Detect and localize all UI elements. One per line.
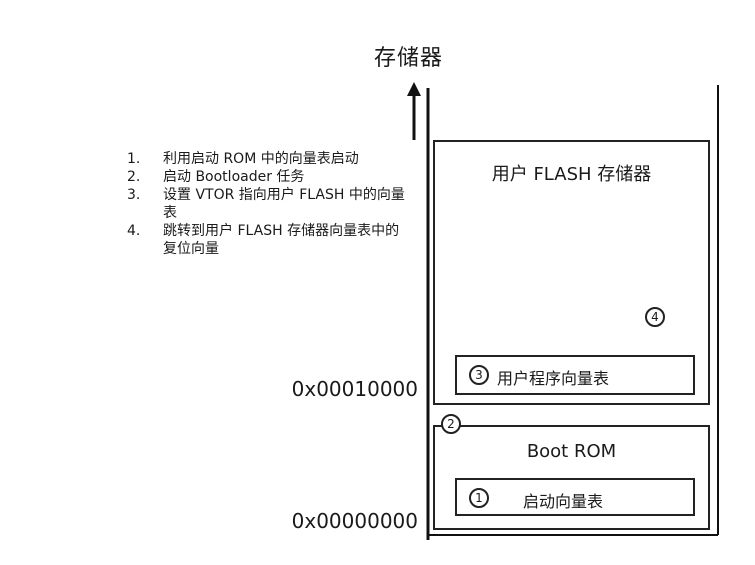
marker-1: 1 <box>469 488 489 508</box>
marker-3: 3 <box>469 365 489 385</box>
boot-rom-region: Boot ROM <box>433 425 710 530</box>
boot-steps-list: 1.利用启动 ROM 中的向量表启动 2.启动 Bootloader 任务 3.… <box>127 150 408 258</box>
marker-4: 4 <box>645 307 665 327</box>
user-flash-label: 用户 FLASH 存储器 <box>491 164 652 185</box>
address-user-flash: 0x00010000 <box>291 377 418 401</box>
memory-title: 存储器 <box>374 46 444 71</box>
step-item: 1.利用启动 ROM 中的向量表启动 <box>127 151 359 167</box>
step-item: 4.跳转到用户 FLASH 存储器向量表中的复位向量 <box>127 223 400 257</box>
address-boot-rom: 0x00000000 <box>291 509 418 533</box>
boot-rom-label: Boot ROM <box>526 441 617 462</box>
marker-2: 2 <box>441 414 461 434</box>
step-item: 3.设置 VTOR 指向用户 FLASH 中的向量表 <box>127 187 405 221</box>
boot-vector-table: 1 启动向量表 <box>455 478 695 516</box>
user-vector-table: 3 用户程序向量表 <box>455 355 695 395</box>
address-arrow-head <box>407 82 421 96</box>
boot-vector-table-label: 启动向量表 <box>523 492 604 511</box>
step-item: 2.启动 Bootloader 任务 <box>127 169 305 185</box>
user-vector-table-label: 用户程序向量表 <box>497 369 610 388</box>
user-flash-region: 用户 FLASH 存储器 <box>433 140 710 405</box>
